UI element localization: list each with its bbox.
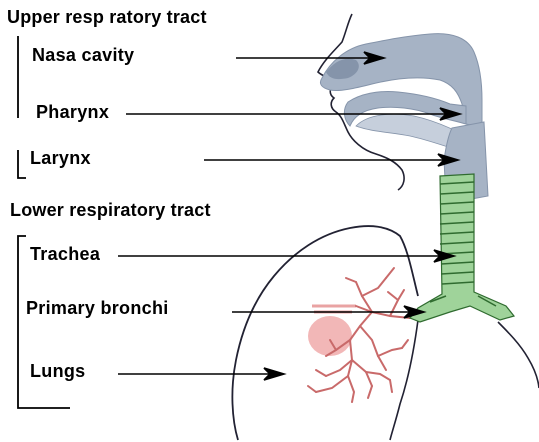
lung-inner-edge [390,320,418,440]
lung-right-outline [498,322,539,388]
trachea-shape [410,174,514,322]
arrow-right-icon [118,250,454,262]
label-primary-bronchi: Primary bronchi [26,298,169,319]
heart-shape [308,316,352,356]
lower-tract-title: Lower respiratory tract [10,200,211,221]
label-pharynx: Pharynx [36,102,109,123]
larynx-bracket-line [18,150,26,178]
heart-hatch [312,306,356,312]
upper-tract-title: Upper resp ratory tract [7,7,207,28]
label-trachea: Trachea [30,244,100,265]
label-lungs: Lungs [30,361,86,382]
label-nasal-cavity: Nasa cavity [32,45,134,66]
arrow-right-icon [204,154,458,166]
label-larynx: Larynx [30,148,91,169]
arrow-right-icon [118,368,284,380]
